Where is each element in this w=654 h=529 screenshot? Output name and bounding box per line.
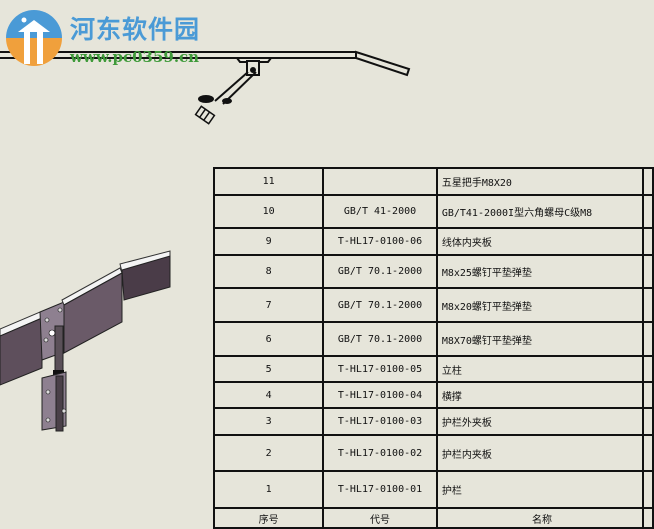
table-header-row: 序号代号名称 bbox=[212, 507, 654, 529]
row-name-cell: 立柱 bbox=[435, 355, 645, 383]
row-extra-cell bbox=[642, 470, 654, 509]
row-index-cell: 6 bbox=[212, 321, 325, 357]
row-code-cell bbox=[322, 167, 438, 196]
row-name-cell: M8x25螺钉平垫弹垫 bbox=[435, 254, 645, 289]
row-index-cell: 8 bbox=[212, 254, 325, 289]
header-name: 名称 bbox=[435, 507, 645, 529]
row-code-cell: T-HL17-0100-04 bbox=[322, 381, 438, 409]
row-name-cell: 横撑 bbox=[435, 381, 645, 409]
row-name-cell: 线体内夹板 bbox=[435, 227, 645, 256]
top-view-rail-drawing bbox=[0, 50, 411, 125]
row-extra-cell bbox=[642, 434, 654, 472]
row-index-cell: 1 bbox=[212, 470, 325, 509]
row-name-cell: 护栏外夹板 bbox=[435, 407, 645, 436]
row-index-cell: 11 bbox=[212, 167, 325, 196]
row-extra-cell bbox=[642, 254, 654, 289]
watermark-title: 河东软件园 bbox=[70, 15, 201, 44]
watermark-url: www.pc0359.cn bbox=[70, 48, 200, 66]
row-name-cell: GB/T41-2000I型六角螺母C级M8 bbox=[435, 194, 645, 229]
row-code-cell: T-HL17-0100-03 bbox=[322, 407, 438, 436]
row-extra-cell bbox=[642, 287, 654, 323]
row-code-cell: T-HL17-0100-01 bbox=[322, 470, 438, 509]
row-code-cell: GB/T 41-2000 bbox=[322, 194, 438, 229]
header-extra-cell bbox=[642, 507, 654, 529]
row-code-cell: GB/T 70.1-2000 bbox=[322, 321, 438, 357]
row-name-cell: M8x20螺钉平垫弹垫 bbox=[435, 287, 645, 323]
table-row[interactable]: 11 五星把手M8X20 bbox=[212, 167, 654, 196]
row-index-cell: 9 bbox=[212, 227, 325, 256]
row-extra-cell bbox=[642, 321, 654, 357]
isometric-guardrail-model bbox=[0, 250, 171, 432]
row-code-cell: T-HL17-0100-02 bbox=[322, 434, 438, 472]
row-name-cell: M8X70螺钉平垫弹垫 bbox=[435, 321, 645, 357]
row-name-cell: 护栏内夹板 bbox=[435, 434, 645, 472]
row-extra-cell bbox=[642, 194, 654, 229]
row-code-cell: T-HL17-0100-06 bbox=[322, 227, 438, 256]
row-extra-cell bbox=[642, 167, 654, 196]
row-code-cell: GB/T 70.1-2000 bbox=[322, 254, 438, 289]
row-name-cell: 五星把手M8X20 bbox=[435, 167, 645, 196]
row-extra-cell bbox=[642, 227, 654, 256]
row-index-cell: 7 bbox=[212, 287, 325, 323]
row-extra-cell bbox=[642, 355, 654, 383]
watermark-logo: 河东软件园 www.pc0359.cn bbox=[4, 2, 219, 66]
row-index-cell: 4 bbox=[212, 381, 325, 409]
row-extra-cell bbox=[642, 381, 654, 409]
header-index: 序号 bbox=[212, 507, 325, 529]
row-index-cell: 2 bbox=[212, 434, 325, 472]
row-index-cell: 3 bbox=[212, 407, 325, 436]
logo-emblem-icon bbox=[6, 10, 62, 66]
row-code-cell: GB/T 70.1-2000 bbox=[322, 287, 438, 323]
row-index-cell: 10 bbox=[212, 194, 325, 229]
row-code-cell: T-HL17-0100-05 bbox=[322, 355, 438, 383]
row-extra-cell bbox=[642, 407, 654, 436]
row-index-cell: 5 bbox=[212, 355, 325, 383]
header-code: 代号 bbox=[322, 507, 438, 529]
row-name-cell: 护栏 bbox=[435, 470, 645, 509]
